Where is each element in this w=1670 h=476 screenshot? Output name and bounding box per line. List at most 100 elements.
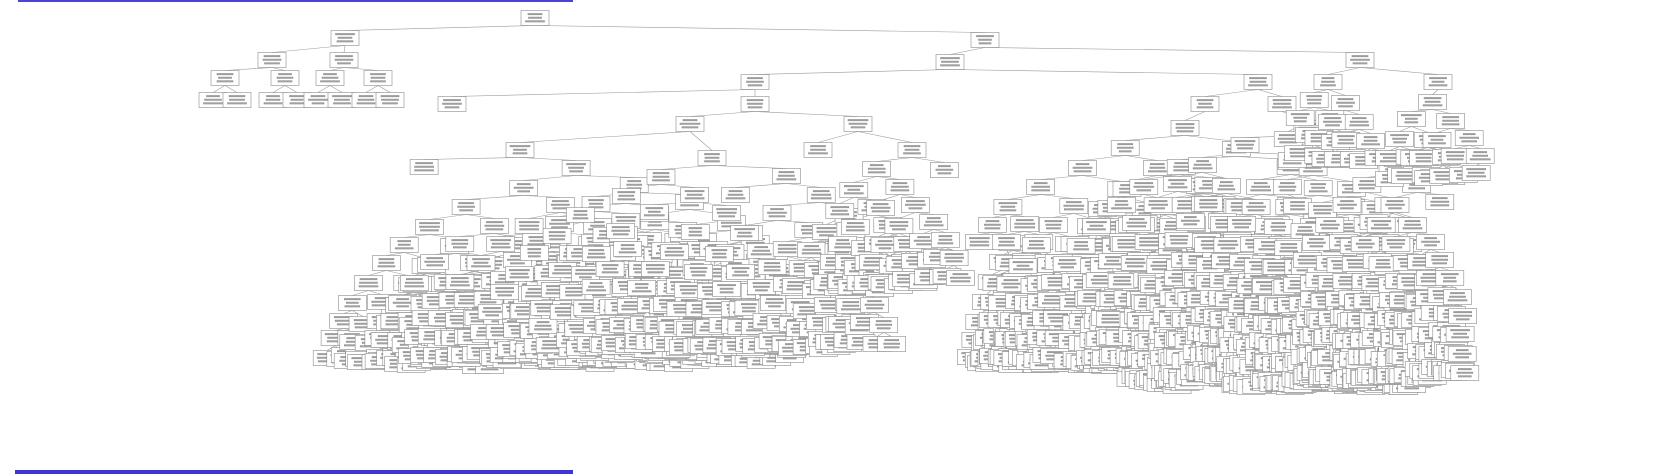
tree-edge <box>334 328 344 331</box>
tree-edge <box>876 176 900 180</box>
tree-edge <box>1260 174 1292 180</box>
tree-edge <box>429 214 467 220</box>
tree-edge <box>343 310 353 314</box>
tree-edge <box>1007 194 1041 200</box>
tree-edge <box>937 247 946 250</box>
tree-edge <box>992 214 1008 218</box>
tree-edge <box>529 212 561 219</box>
tree-edge <box>915 212 934 215</box>
tree-edge <box>424 157 521 160</box>
tree-edge <box>377 85 391 93</box>
tree-edge <box>1125 155 1158 161</box>
tree-edge <box>1260 194 1292 198</box>
tree-edge <box>899 194 916 198</box>
tree-edge <box>1334 214 1351 218</box>
tree-edge <box>1006 231 1025 235</box>
tree-edge <box>576 175 635 178</box>
tree-edge <box>523 195 561 198</box>
tree-edge <box>1082 155 1126 161</box>
tree-edge <box>329 67 345 71</box>
tree-edge <box>857 131 913 143</box>
tree-edge <box>754 69 951 75</box>
tree-edge <box>1053 232 1070 237</box>
tree-edge <box>744 220 778 226</box>
tree-edge <box>839 197 854 204</box>
tree-edge <box>519 131 691 143</box>
tree-edge <box>979 232 993 235</box>
tree-edge <box>1040 194 1074 199</box>
tree-edge <box>1157 191 1178 198</box>
tree-edge <box>454 253 475 256</box>
tree-edge <box>466 214 495 219</box>
tree-edge <box>933 229 946 233</box>
tree-edge <box>853 176 877 183</box>
tree-edge <box>786 183 822 188</box>
tree-edge <box>911 157 945 163</box>
tree-edge <box>883 332 892 337</box>
tree-edge <box>817 131 859 143</box>
tree-edge <box>466 195 524 200</box>
tree-edge <box>660 184 695 188</box>
tree-edge <box>1082 175 1122 182</box>
tree-edge <box>272 85 286 93</box>
tree-edge <box>689 131 713 151</box>
tree-edge <box>754 111 859 117</box>
tree-edge <box>802 257 812 261</box>
tree-edge <box>317 85 331 93</box>
tree-edge <box>787 237 809 242</box>
tree-edge <box>271 67 286 71</box>
tree-edge <box>1040 175 1083 180</box>
tree-edge <box>212 85 226 93</box>
tree-edge <box>1184 111 1206 121</box>
tree-edge <box>984 47 1361 53</box>
tree-edge <box>343 45 346 53</box>
tree-edge <box>776 202 822 206</box>
tree-edge <box>365 85 379 93</box>
tree-edge <box>1204 89 1259 97</box>
tree-edge <box>271 45 346 53</box>
tree-edge <box>284 85 298 93</box>
tree-edge <box>1241 214 1257 217</box>
tree-edge <box>596 211 626 214</box>
tree-edge <box>946 265 955 269</box>
tree-edge <box>1007 214 1025 217</box>
tree-edge <box>368 290 382 295</box>
tree-edge <box>949 47 986 55</box>
tree-edge <box>368 270 387 276</box>
tree-edge <box>1394 192 1417 198</box>
tree-edge <box>1327 67 1361 75</box>
tree-edge <box>876 332 884 337</box>
tree-edge <box>451 89 756 97</box>
tree-edge <box>853 197 872 200</box>
tree-edge <box>404 234 430 238</box>
tree-edge <box>352 290 369 296</box>
tree-edge <box>480 251 501 256</box>
tree-edge <box>459 233 495 237</box>
tree-edge <box>1024 231 1039 235</box>
tree-edge <box>523 175 577 181</box>
tree-edge <box>386 252 405 256</box>
tree-edge <box>534 25 986 33</box>
tree-edge <box>1287 175 1314 180</box>
tree-edge <box>1359 67 1439 75</box>
tree-edge <box>1053 213 1074 218</box>
tree-edge <box>949 69 1259 75</box>
tree-edge <box>1125 135 1186 141</box>
tree-edge <box>1184 135 1237 142</box>
tree-edge <box>386 270 408 276</box>
tree-edge <box>660 165 713 170</box>
top-accent-line <box>18 0 573 2</box>
tree-edge <box>1257 89 1283 97</box>
tree-edge <box>876 157 913 162</box>
tree-edge <box>519 157 577 161</box>
tree-edge <box>1366 192 1389 198</box>
tree-edge <box>224 85 238 93</box>
tree-edge <box>343 67 379 71</box>
tree-edge <box>735 183 787 188</box>
tree-edge <box>776 220 809 223</box>
tree-edge <box>329 85 343 93</box>
tree-edge <box>898 233 908 237</box>
tree-edge <box>1406 232 1409 237</box>
tree-edge <box>344 25 536 31</box>
